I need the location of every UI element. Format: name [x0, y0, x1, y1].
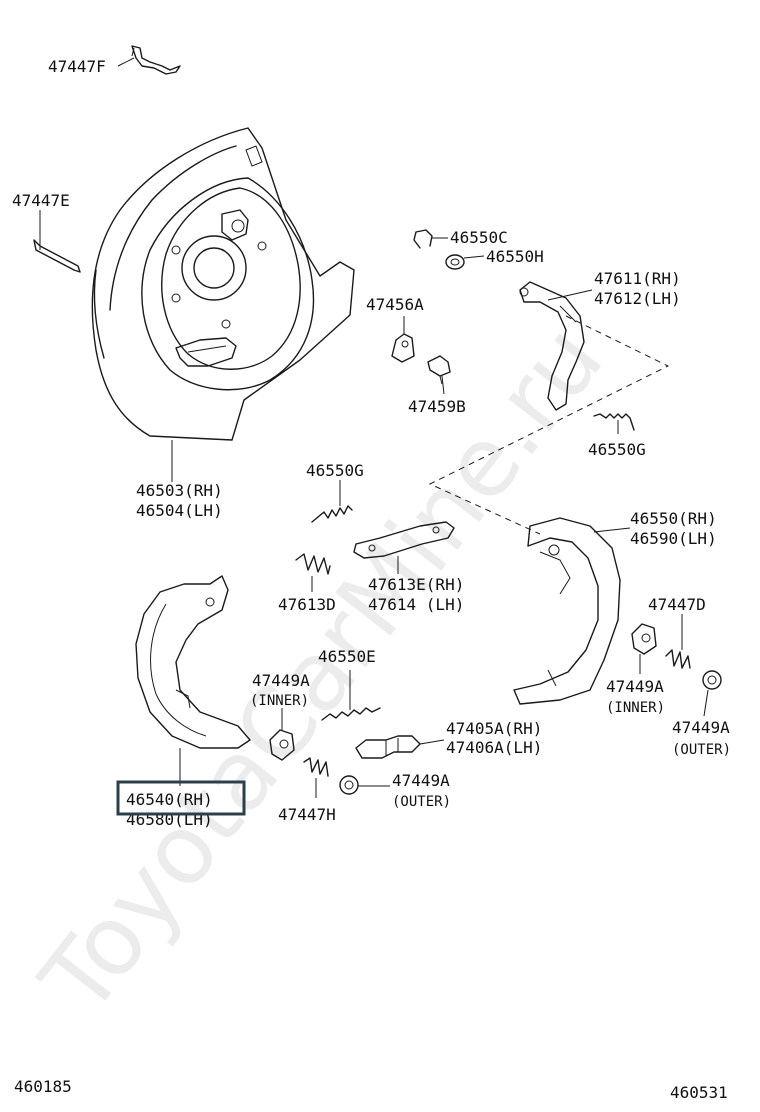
label-outer-mid: (OUTER)	[392, 794, 451, 810]
label-inner-right: (INNER)	[606, 700, 665, 716]
label-47612: 47612(LH)	[594, 289, 681, 308]
label-47459b: 47459B	[408, 397, 466, 416]
part-47449a-inner-left-drawing	[269, 729, 295, 761]
label-outer-right: (OUTER)	[672, 742, 731, 758]
part-47449a-outer-right-drawing	[702, 670, 722, 690]
label-47449a-inner-left: 47449A	[252, 671, 310, 690]
part-47447f-clip-drawing	[131, 45, 181, 75]
label-inner-left: (INNER)	[250, 693, 309, 709]
part-47456a-plug-drawing	[391, 333, 415, 363]
label-47449a-outer-right: 47449A	[672, 718, 730, 737]
part-46550g-spring-top-drawing	[593, 413, 635, 431]
part-47447e-bolt-drawing	[33, 236, 81, 273]
footer-left-code: 460185	[14, 1077, 72, 1096]
label-47447f: 47447F	[48, 57, 106, 76]
part-47613e-strut-drawing	[353, 521, 455, 559]
footer-right-code: 460531	[670, 1083, 728, 1102]
label-46540: 46540(RH)	[126, 790, 213, 809]
part-47449a-inner-right-drawing	[631, 623, 657, 655]
label-46550h: 46550H	[486, 247, 544, 266]
label-47456a: 47456A	[366, 295, 424, 314]
highlight-box-46540	[116, 780, 246, 816]
label-47405a: 47405A(RH)	[446, 719, 542, 738]
label-46550e: 46550E	[318, 647, 376, 666]
label-47449a-inner-right: 47449A	[606, 677, 664, 696]
part-46540-shoe-drawing	[135, 575, 251, 749]
assembly-dashed-guide	[428, 315, 670, 535]
part-47405a-adjuster-drawing	[355, 735, 421, 759]
label-47406a: 47406A(LH)	[446, 738, 542, 757]
part-46503-backing-plate-drawing	[91, 127, 355, 441]
label-46503: 46503(RH)	[136, 481, 223, 500]
part-47613d-spring-drawing	[295, 553, 331, 575]
label-47447h: 47447H	[278, 805, 336, 824]
part-47449a-outer-mid-drawing	[339, 775, 359, 795]
watermark: ToyotaCarMine.ru	[19, 304, 624, 1035]
part-46550g-spring-mid-drawing	[311, 505, 353, 523]
label-47611: 47611(RH)	[594, 269, 681, 288]
part-46550h-washer-drawing	[445, 254, 465, 270]
label-47447e: 47447E	[12, 191, 70, 210]
label-47613e: 47613E(RH)	[368, 575, 464, 594]
part-47447d-spring-drawing	[665, 649, 691, 669]
label-46590: 46590(LH)	[630, 529, 717, 548]
label-47614: 47614 (LH)	[368, 595, 464, 614]
label-47613d: 47613D	[278, 595, 336, 614]
part-47459b-bolt-drawing	[427, 355, 451, 385]
part-47447h-spring-drawing	[303, 757, 329, 777]
part-46550-shoe-drawing	[513, 517, 621, 705]
label-46504: 46504(LH)	[136, 501, 223, 520]
label-47449a-outer-mid: 47449A	[392, 771, 450, 790]
part-46550c-clip-drawing	[413, 229, 433, 249]
label-47447d: 47447D	[648, 595, 706, 614]
label-46550g-top: 46550G	[588, 440, 646, 459]
label-46550c: 46550C	[450, 228, 508, 247]
part-46550e-spring-drawing	[321, 707, 381, 721]
label-46550: 46550(RH)	[630, 509, 717, 528]
label-46550g-mid: 46550G	[306, 461, 364, 480]
